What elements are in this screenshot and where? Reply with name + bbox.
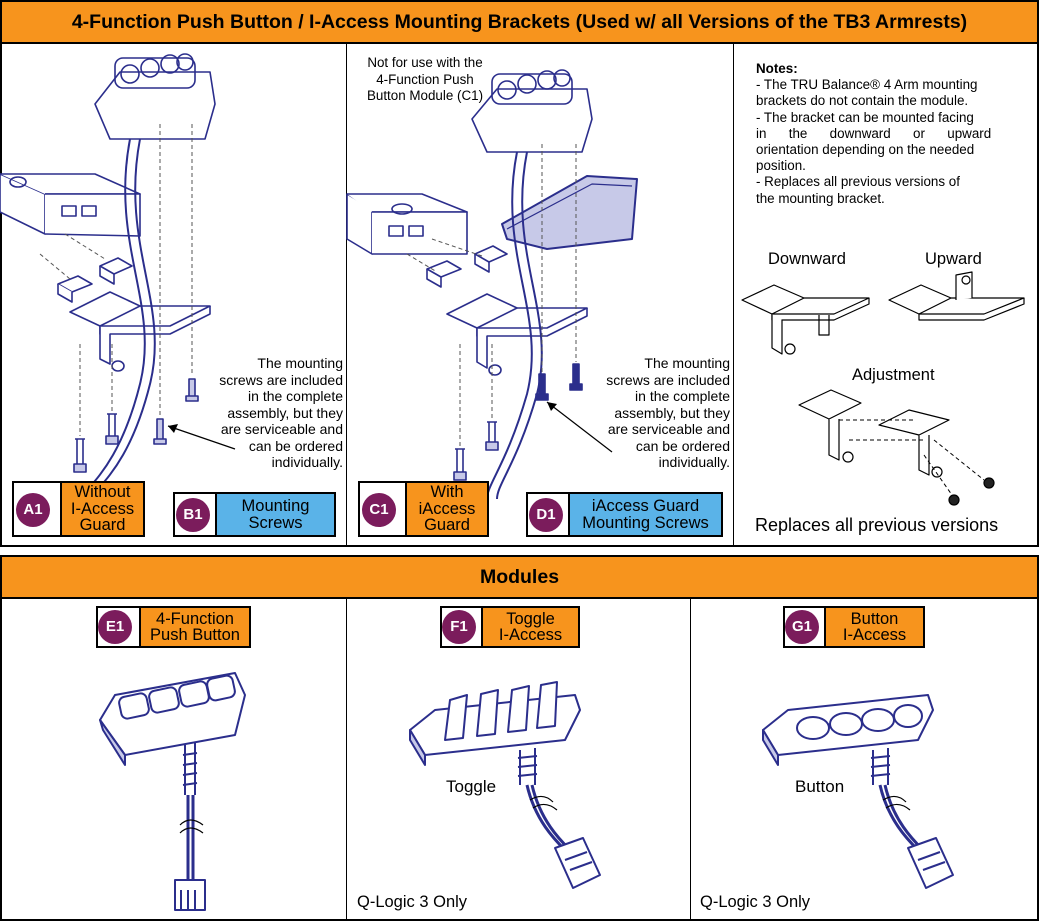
header-title: 4-Function Push Button / I-Access Mounti… [71, 11, 968, 33]
push-button-module-illustration [99, 672, 246, 911]
adjustment-label: Adjustment [852, 366, 935, 384]
panel-a-note: The mounting screws are included in the … [219, 355, 343, 470]
g1-badge: G1 [785, 610, 819, 644]
f1-footer: Q-Logic 3 Only [357, 893, 468, 911]
panel-c-top-note: Not for use with the 4-Function Push But… [366, 55, 484, 103]
notes-heading: Notes: [756, 61, 798, 76]
e1-label: 4-Function Push Button [139, 606, 251, 648]
brackets-header: 4-Function Push Button / I-Access Mounti… [0, 0, 1039, 44]
bracket-orientations-illustration [741, 271, 1025, 506]
c1-badge: C1 [362, 493, 396, 527]
panel-c-note: The mounting screws are included in the … [606, 355, 730, 470]
module-e1-cell [0, 599, 347, 921]
a1-badge: A1 [16, 493, 50, 527]
d1-badge: D1 [529, 498, 563, 532]
toggle-caption: Toggle [446, 777, 497, 796]
replaces-note: Replaces all previous versions [755, 515, 999, 535]
notes-text: Notes: - The TRU Balance® 4 Arm mounting… [756, 61, 1014, 207]
module-f1-cell [347, 599, 691, 921]
g1-footer: Q-Logic 3 Only [700, 893, 811, 911]
g1-label: Button I-Access [824, 606, 925, 648]
a1-label: Without I-Access Guard [60, 481, 145, 537]
panel-a [0, 44, 347, 547]
upward-label: Upward [925, 250, 982, 268]
panel-c-illustration [346, 69, 638, 500]
e1-badge: E1 [98, 610, 132, 644]
panel-a-illustration [0, 53, 236, 500]
b1-badge: B1 [176, 498, 210, 532]
modules-title: Modules [479, 566, 560, 588]
button-caption: Button [795, 777, 845, 796]
f1-badge: F1 [442, 610, 476, 644]
d1-label: iAccess Guard Mounting Screws [568, 492, 723, 537]
downward-label: Downward [768, 250, 846, 268]
panel-c [347, 44, 734, 547]
toggle-module-illustration [409, 681, 601, 889]
f1-label: Toggle I-Access [481, 606, 580, 648]
modules-header: Modules [0, 555, 1039, 599]
b1-label: Mounting Screws [215, 492, 336, 537]
button-module-illustration [762, 694, 954, 889]
c1-label: With iAccess Guard [405, 481, 489, 537]
